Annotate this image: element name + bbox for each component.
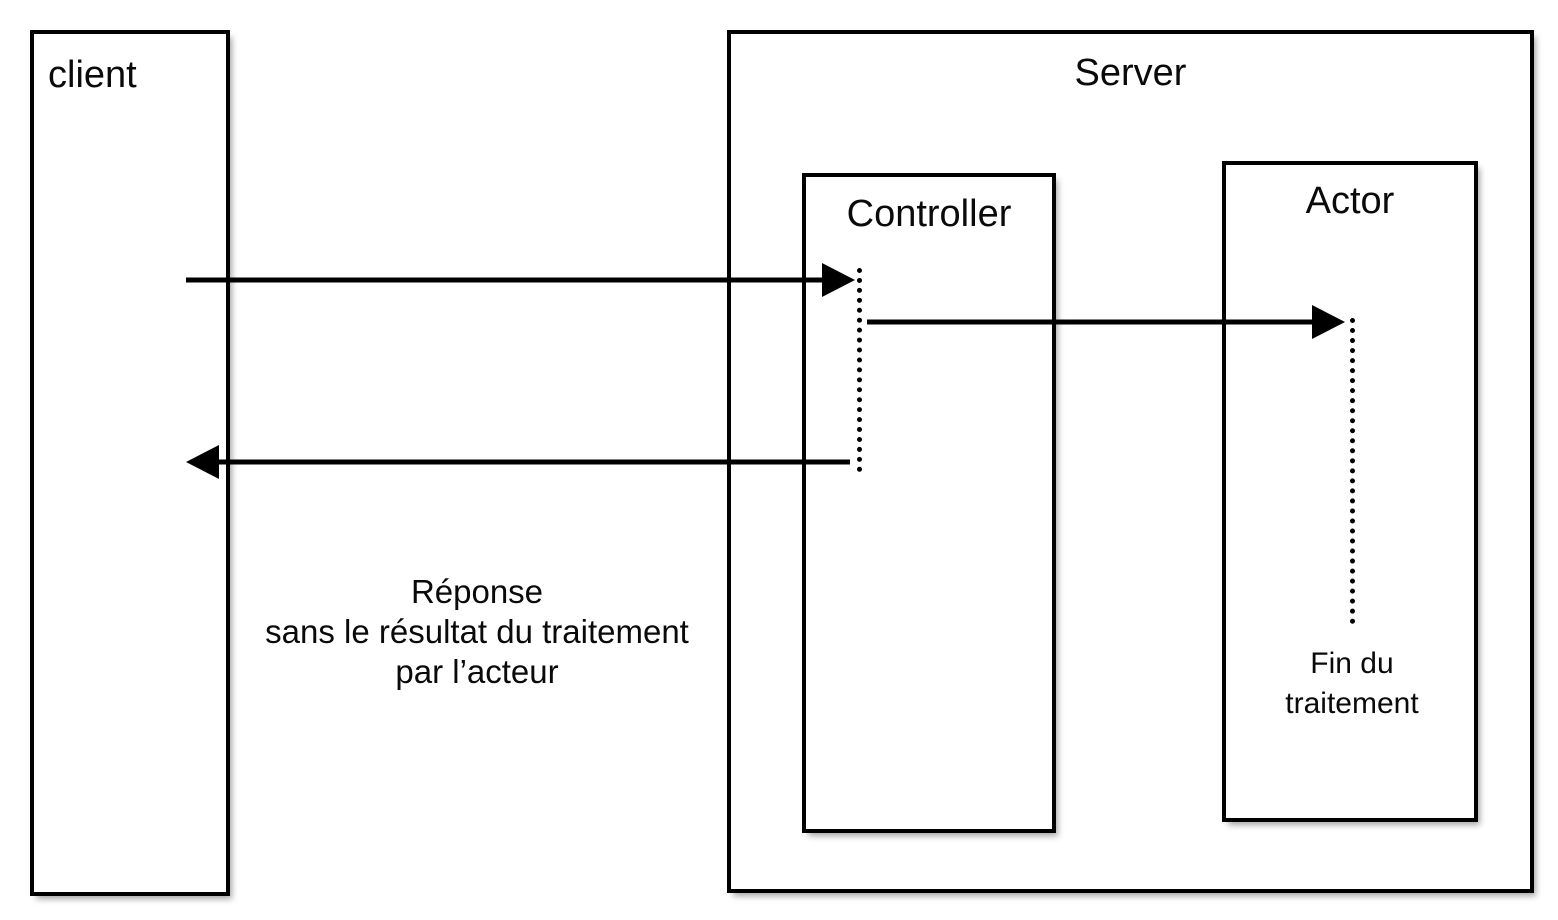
message-arrow-controller-to-actor[interactable] (820, 292, 1380, 354)
server-label: Server (1074, 52, 1187, 94)
message-arrow-client-to-controller[interactable] (0, 250, 900, 312)
response-note: Réponse sans le résultat du traitement p… (265, 573, 689, 690)
client-label: client (48, 54, 137, 96)
actor-label: Actor (1305, 180, 1395, 222)
message-arrow-controller-to-client[interactable] (150, 432, 890, 494)
controller-label: Controller (846, 193, 1012, 235)
completion-note: Fin du traitement (1285, 647, 1419, 720)
controller-lifeline (857, 268, 862, 472)
actor-lifeline (1350, 318, 1355, 624)
